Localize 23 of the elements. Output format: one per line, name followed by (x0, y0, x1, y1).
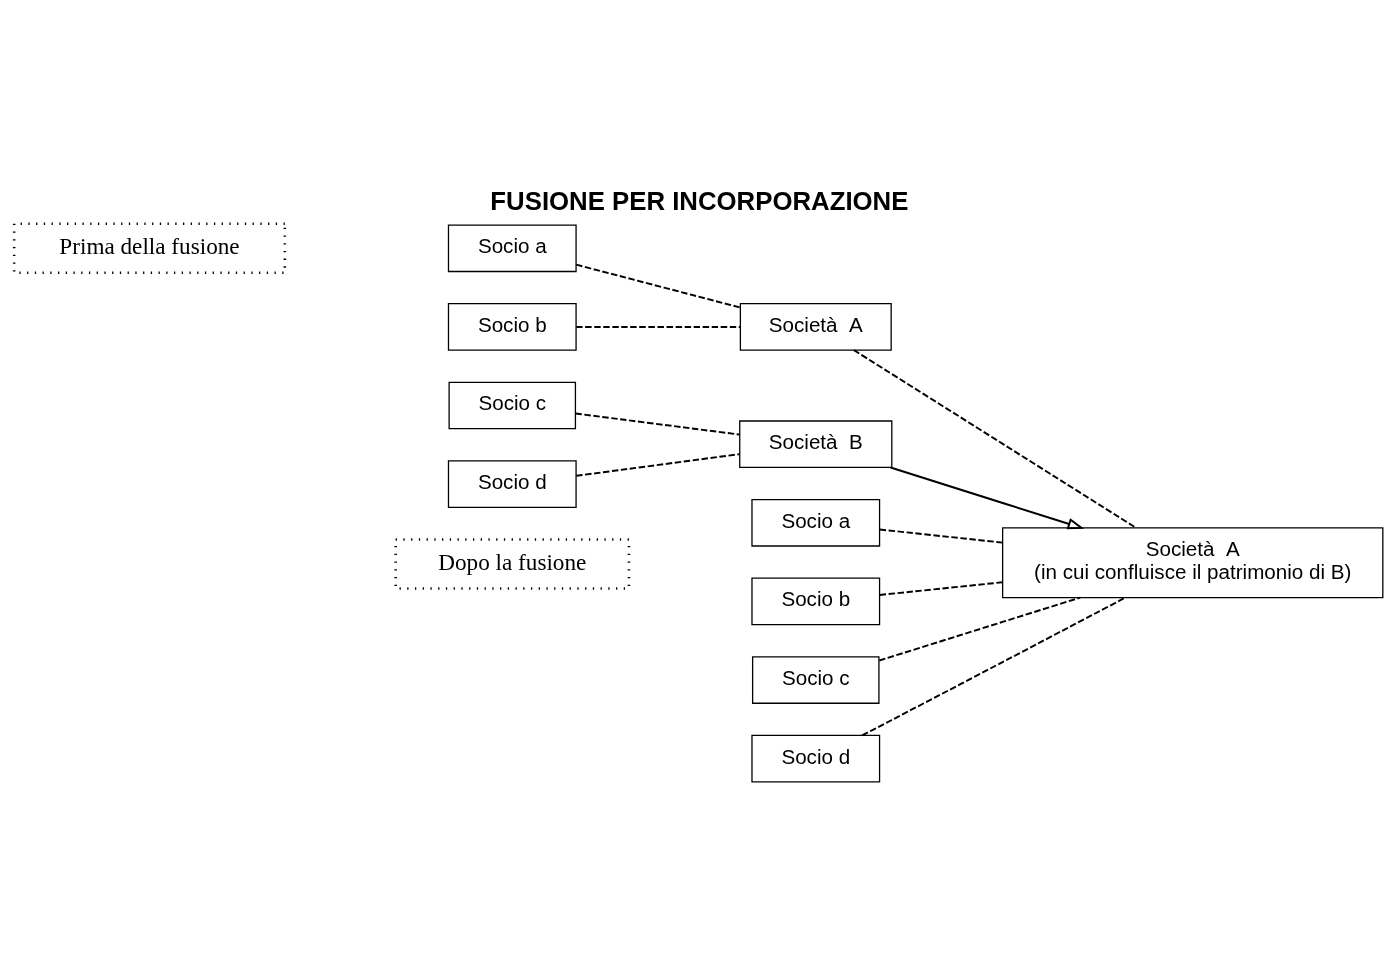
node-box: Socio c (448, 381, 577, 429)
node-box: Società B (739, 419, 893, 468)
node-box: Prima della fusione (12, 222, 287, 274)
node-box: Dopo la fusione (394, 537, 631, 590)
node-box: Socio d (751, 734, 881, 782)
node-box: Socio c (752, 655, 880, 704)
connector (861, 596, 1126, 736)
connector (575, 325, 742, 328)
connector (878, 528, 1004, 544)
node-box: Società A (in cui confluisce il patrimonio di B) (1002, 526, 1384, 598)
arrow (889, 466, 1085, 529)
node-box: Socio b (447, 302, 577, 351)
connector (574, 412, 741, 435)
diagram-title: FUSIONE PER INCORPORAZIONE (490, 186, 909, 215)
connector (575, 452, 741, 477)
node-box: Socio b (751, 577, 881, 625)
node-box: Socio a (751, 498, 881, 547)
node-box: Società A (739, 302, 892, 351)
node-box: Socio d (447, 459, 577, 508)
connector (575, 263, 742, 308)
connector (878, 580, 1004, 596)
connector (878, 596, 1082, 661)
node-box: Socio a (447, 223, 577, 272)
